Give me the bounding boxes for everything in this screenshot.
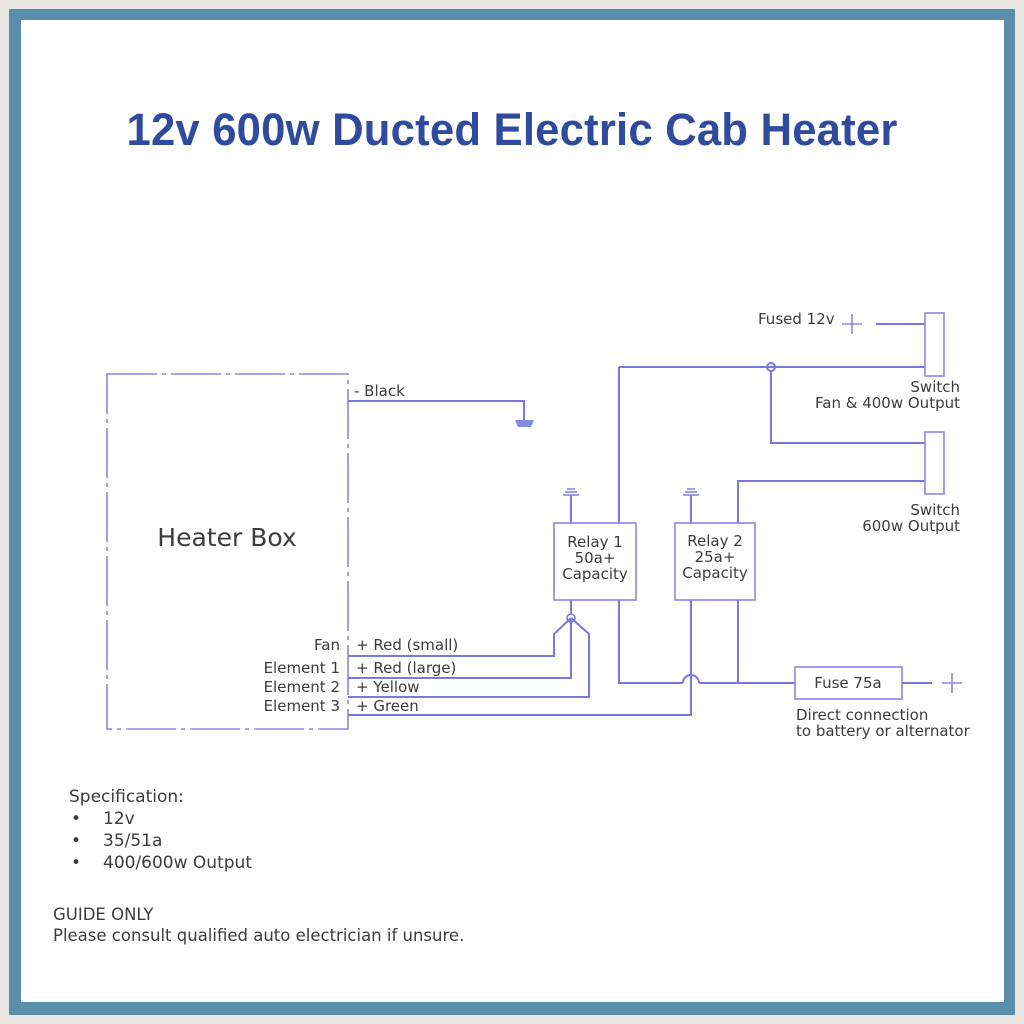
wire-fan (348, 617, 572, 657)
wire-crossover-hop (682, 674, 700, 684)
wire-label-red-large: + Red (large) (356, 659, 456, 677)
heater-box-label: Heater Box (157, 523, 296, 552)
fuse-label: Fuse 75a (814, 674, 881, 692)
switch-1-label-line1: Switch (910, 378, 960, 396)
wire-element-3 (348, 600, 692, 716)
relay-1-label-line2: 50a+ (575, 549, 616, 567)
relay-2-label-line3: Capacity (682, 564, 748, 582)
disclaimer-heading: GUIDE ONLY (53, 905, 154, 924)
relay-2-switch-feed (737, 480, 925, 523)
spec-item: 400/600w Output (69, 852, 252, 874)
relay-1-label-line3: Capacity (562, 565, 628, 583)
terminal-label-element-2: Element 2 (264, 678, 340, 696)
relay-1-output-to-fuse (618, 600, 683, 684)
terminal-label-fan: Fan (314, 636, 340, 654)
switch-1-label-line2: Fan & 400w Output (815, 394, 960, 412)
relay-1 (553, 522, 637, 601)
relay-2-label-line1: Relay 2 (687, 532, 743, 550)
ground-icon (515, 420, 534, 427)
terminal-label-element-3: Element 3 (264, 697, 340, 715)
wire-label-green: + Green (356, 697, 419, 715)
ground-wire (348, 400, 525, 420)
specification-heading: Specification: (69, 787, 184, 807)
specification-section: Specification: 12v 35/51a 400/600w Outpu… (69, 786, 252, 874)
switch-2-label-line2: 600w Output (862, 517, 960, 535)
junction-to-switch-2 (770, 371, 925, 444)
fuse-note-line1: Direct connection (796, 706, 928, 724)
switch-2-label-line1: Switch (910, 501, 960, 519)
disclaimer-text: Please consult qualified auto electricia… (53, 926, 465, 945)
spec-item: 12v (69, 808, 252, 830)
page-title: 12v 600w Ducted Electric Cab Heater (126, 104, 898, 155)
disclaimer-section: GUIDE ONLY Please consult qualified auto… (53, 904, 464, 946)
relay-1-ground-icon (563, 488, 579, 496)
fused-12v-label: Fused 12v (758, 310, 835, 328)
relay-1-junction (566, 613, 576, 623)
wire-label-red-small: + Red (small) (356, 636, 458, 654)
wire-label-yellow: + Yellow (356, 678, 420, 696)
spec-item: 35/51a (69, 830, 252, 852)
terminal-label-element-1: Element 1 (264, 659, 340, 677)
ground-wire-label: - Black (354, 382, 405, 400)
switch-1 (924, 312, 945, 377)
relay-2-label-line2: 25a+ (695, 548, 736, 566)
fuse-note-line2: to battery or alternator (796, 722, 971, 740)
heater-box (106, 373, 349, 730)
relay-2-ground-icon (683, 488, 699, 496)
relay-2 (674, 522, 756, 601)
fused-12v-plus-icon (842, 314, 862, 334)
specification-list: 12v 35/51a 400/600w Output (69, 808, 252, 874)
relay-1-label-line1: Relay 1 (567, 533, 623, 551)
wire-element-2 (348, 617, 590, 698)
battery-plus-icon (942, 673, 962, 693)
switch-2 (924, 431, 945, 495)
wire-element-1 (348, 618, 572, 679)
